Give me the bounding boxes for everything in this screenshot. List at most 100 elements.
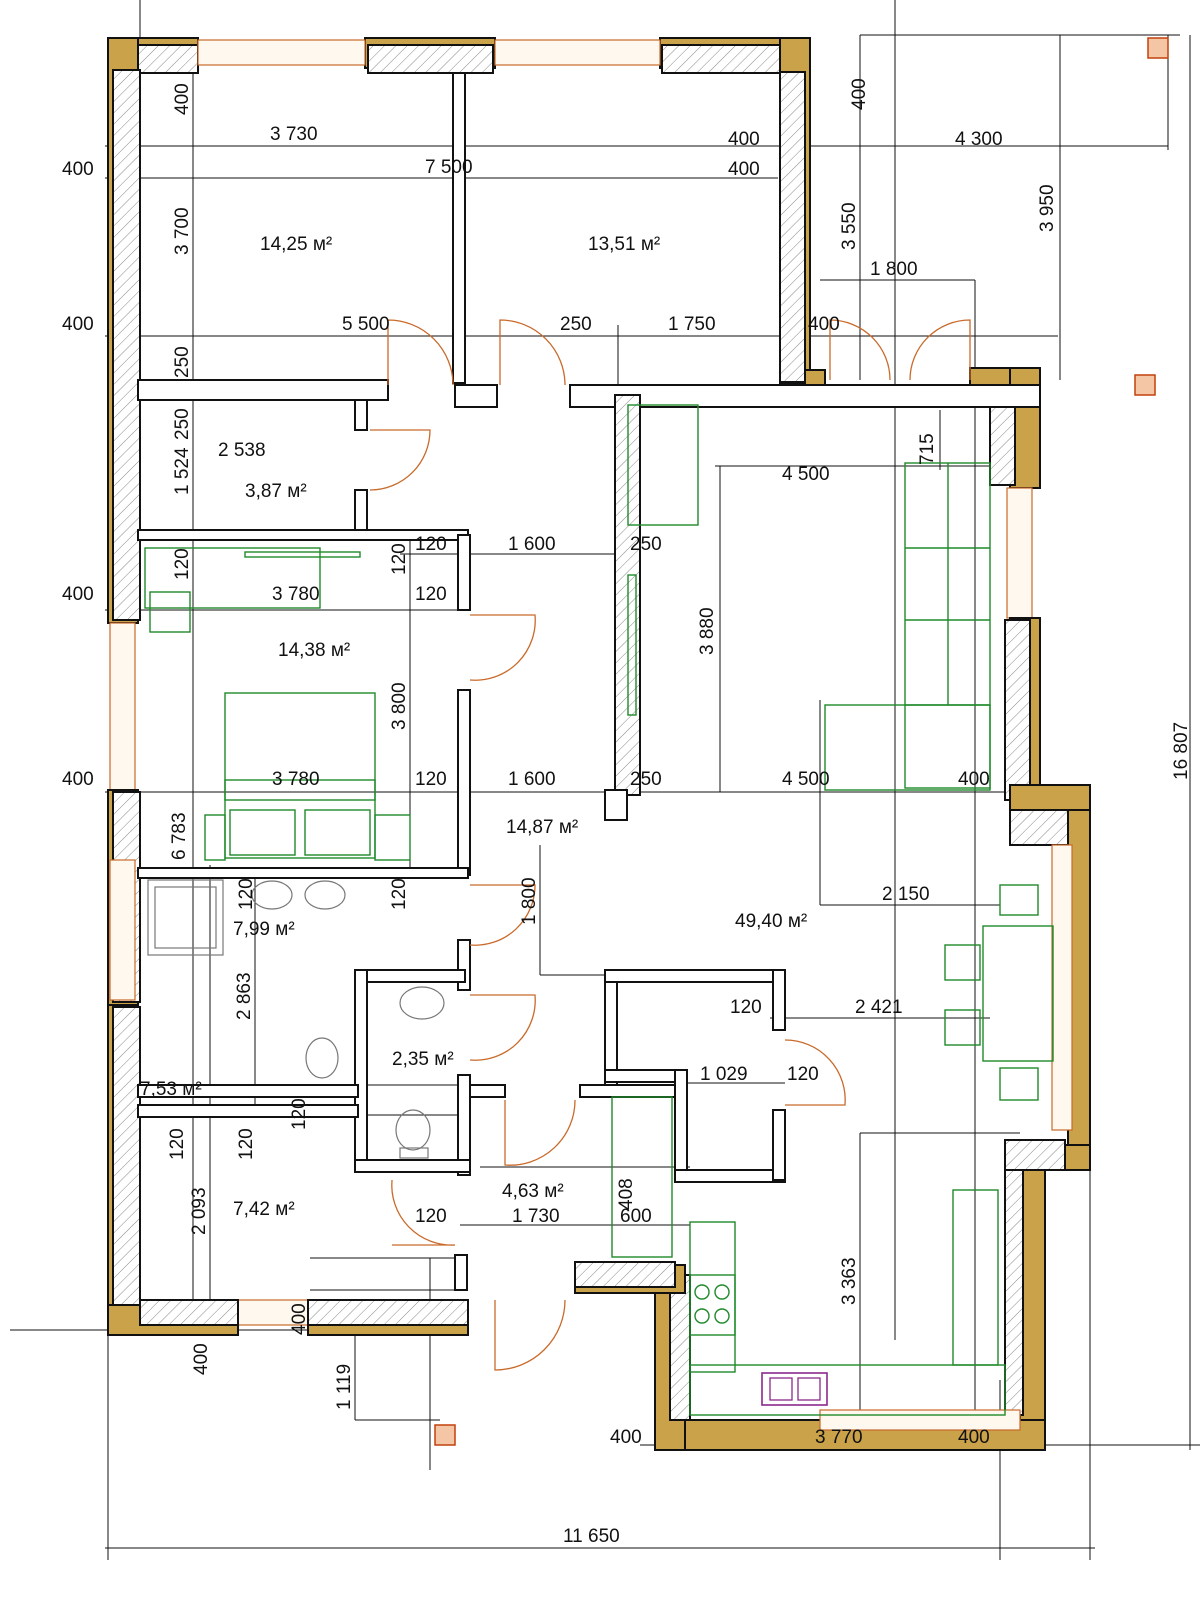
dimension-labels: 400 3 730 7 500 400 400 4 300 400 3 700 … <box>62 78 1192 1547</box>
bathtub-icon <box>147 879 224 956</box>
dim-label-left-400-1: 400 <box>62 159 94 180</box>
dim-label-d120-v4: 120 <box>389 878 410 910</box>
dim-label-d1600-b: 1 600 <box>508 769 556 790</box>
dim-label-d120-v5: 120 <box>167 1128 188 1160</box>
window-east-2 <box>1051 844 1073 1131</box>
dim-label-d1750: 1 750 <box>668 314 716 335</box>
dim-label-d120-v2: 120 <box>389 543 410 575</box>
dim-label-d7500: 7 500 <box>425 157 473 178</box>
dim-label-d6783: 6 783 <box>169 812 190 860</box>
dim-label-d250-b: 250 <box>630 534 662 555</box>
dim-label-d2421: 2 421 <box>855 997 903 1018</box>
dim-label-d1524: 1 524 <box>172 447 193 495</box>
dim-label-d1600-a: 1 600 <box>508 534 556 555</box>
dim-label-left-400-3: 400 <box>62 584 94 605</box>
dim-label-d120-v: 120 <box>172 548 193 580</box>
room-labels: 14,25 м² 13,51 м² 3,87 м² 14,38 м² 14,87… <box>140 234 807 1220</box>
bed-icon <box>224 692 376 859</box>
dim-label-d4500-a: 4 500 <box>782 464 830 485</box>
dim-label-d400-d: 400 <box>958 769 990 790</box>
area-closet: 3,87 м² <box>245 481 307 502</box>
window-west-2 <box>109 859 136 1001</box>
dim-label-d600: 600 <box>620 1206 652 1227</box>
dim-label-d250-c: 250 <box>630 769 662 790</box>
dining-table-icon <box>982 925 1054 1062</box>
dim-label-d3780-b: 3 780 <box>272 769 320 790</box>
dim-label-d400-v-bot2: 400 <box>289 1303 310 1335</box>
dim-label-d400-v-bot: 400 <box>191 1343 212 1375</box>
area-bedroom-nw: 14,25 м² <box>260 234 332 255</box>
washbasin-icon <box>251 880 293 910</box>
dim-label-d11650: 11 650 <box>563 1526 620 1547</box>
dim-label-d120-e: 120 <box>787 1064 819 1085</box>
marker-ne-icon <box>1147 37 1169 59</box>
dim-label-d120-v7: 120 <box>289 1098 310 1130</box>
area-room-sw: 7,42 м² <box>233 1199 295 1220</box>
dim-label-d3550: 3 550 <box>839 202 860 250</box>
dim-label-d3800: 3 800 <box>389 682 410 730</box>
dim-label-left-400-4: 400 <box>62 769 94 790</box>
area-overlap: 7,53 м² <box>140 1079 202 1100</box>
dim-label-d120-d: 120 <box>730 997 762 1018</box>
dim-label-d4300: 4 300 <box>955 129 1003 150</box>
dim-label-d400b: 400 <box>728 159 760 180</box>
area-hall: 14,87 м² <box>506 817 578 838</box>
dim-label-d250-a: 250 <box>560 314 592 335</box>
dim-label-left-400-2: 400 <box>62 314 94 335</box>
area-bedroom-ne: 13,51 м² <box>588 234 660 255</box>
dim-label-d120-v6: 120 <box>236 1128 257 1160</box>
dim-label-d2538: 2 538 <box>218 440 266 461</box>
dim-label-d120-b: 120 <box>415 584 447 605</box>
dim-label-d1730: 1 730 <box>512 1206 560 1227</box>
area-master: 14,38 м² <box>278 640 350 661</box>
dim-label-d120-c: 120 <box>415 769 447 790</box>
dim-label-d3363: 3 363 <box>839 1257 860 1305</box>
dim-label-d1029: 1 029 <box>700 1064 748 1085</box>
marker-s-icon <box>434 1424 456 1446</box>
furniture <box>144 404 1054 1416</box>
dim-label-d3950: 3 950 <box>1037 184 1058 232</box>
sink-icon <box>761 1372 828 1406</box>
dim-label-d400a: 400 <box>728 129 760 150</box>
area-bathroom: 7,99 м² <box>233 919 295 940</box>
dim-label-d16807: 16 807 <box>1171 722 1192 780</box>
exterior-walls <box>107 37 1091 1451</box>
area-living: 49,40 м² <box>735 911 807 932</box>
dim-label-d3770: 3 770 <box>815 1427 863 1448</box>
window-north-2 <box>494 39 661 66</box>
dim-label-d250-v2: 250 <box>172 408 193 440</box>
marker-e-icon <box>1134 374 1156 396</box>
dim-label-d400-c: 400 <box>808 314 840 335</box>
area-entry: 4,63 м² <box>502 1181 564 1202</box>
dim-label-d3880: 3 880 <box>697 607 718 655</box>
dim-label-d250-v: 250 <box>172 346 193 378</box>
dim-label-d4500-b: 4 500 <box>782 769 830 790</box>
dim-label-d715: 715 <box>917 433 938 465</box>
window-west-1 <box>109 622 136 791</box>
dim-label-d3780-a: 3 780 <box>272 584 320 605</box>
doors <box>369 319 971 1371</box>
dim-400-top-right: 400 <box>849 78 870 110</box>
toilet-icon <box>305 1037 339 1079</box>
dim-label-d1800-top: 1 800 <box>870 259 918 280</box>
dim-label-d2093: 2 093 <box>189 1187 210 1235</box>
dim-label-d400-e: 400 <box>610 1427 642 1448</box>
wardrobe-bar-icon <box>244 551 361 558</box>
dim-label-d5500: 5 500 <box>342 314 390 335</box>
stove-icon <box>689 1274 736 1336</box>
area-wc: 2,35 м² <box>392 1049 454 1070</box>
dim-label-d120-a: 120 <box>415 534 447 555</box>
dim-label-d120-v3: 120 <box>236 878 257 910</box>
dim-label-d3730: 3 730 <box>270 124 318 145</box>
dim-label-d400-f: 400 <box>958 1427 990 1448</box>
dim-label-top-400-v: 400 <box>172 83 193 115</box>
dim-label-d2863: 2 863 <box>234 972 255 1020</box>
window-north-1 <box>197 39 366 66</box>
window-east-1 <box>1006 487 1033 619</box>
dim-label-d1119: 1 119 <box>334 1364 355 1410</box>
dim-label-d120-f: 120 <box>415 1206 447 1227</box>
dim-label-d2150: 2 150 <box>882 884 930 905</box>
survey-markers <box>434 37 1169 1446</box>
dim-label-d3700: 3 700 <box>172 207 193 255</box>
